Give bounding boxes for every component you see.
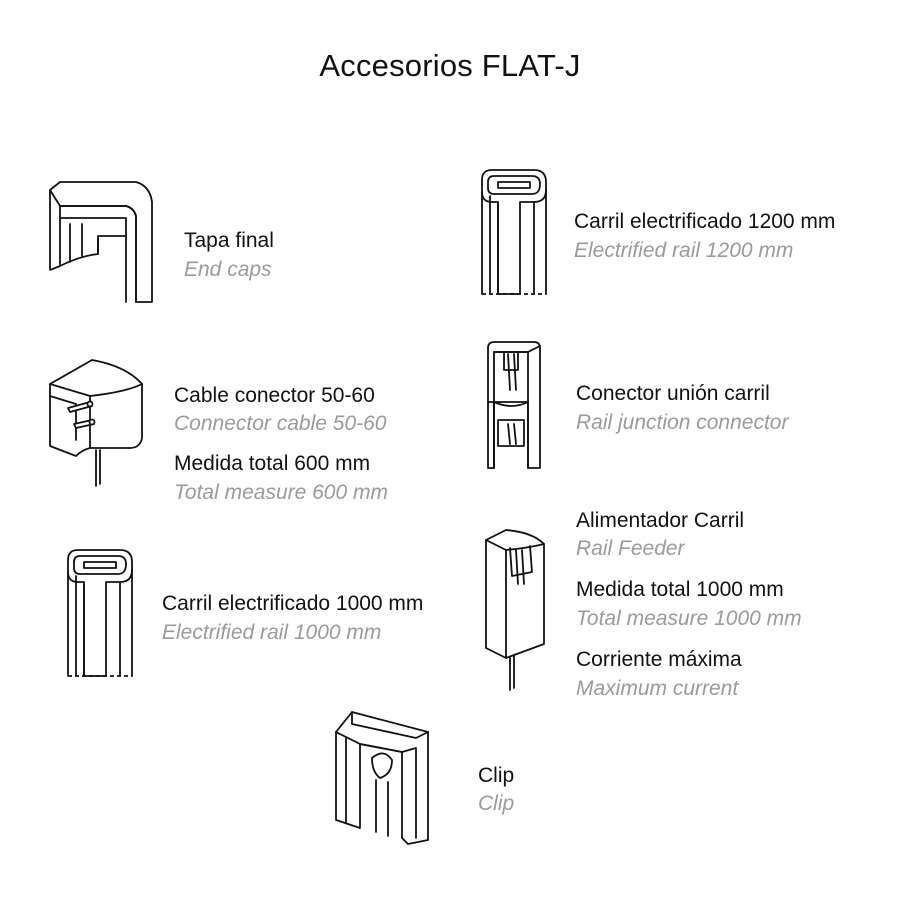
rail-1000-icon [60, 546, 140, 682]
end-cap-icon [40, 176, 160, 306]
rail-feeder-measure-en: Total measure 1000 mm [576, 607, 802, 630]
rail-feeder-measure: Medida total 1000 mm [576, 578, 784, 601]
rail-feeder-label-en: Rail Feeder [576, 537, 685, 560]
clip-icon [332, 708, 432, 850]
connector-cable-icon [46, 356, 150, 490]
connector-cable-measure-en: Total measure 600 mm [174, 481, 388, 504]
rail-1000-label: Carril electrificado 1000 mm [162, 592, 424, 615]
clip-label: Clip [478, 764, 515, 787]
end-caps-label-en: End caps [184, 258, 272, 281]
rail-junction-icon [484, 340, 544, 474]
rail-junction-label: Conector unión carril [576, 382, 770, 405]
rail-1200-icon [474, 166, 554, 300]
end-caps-label: Tapa final [184, 229, 274, 252]
rail-feeder-current-en: Maximum current [576, 677, 739, 700]
connector-cable-label-en: Connector cable 50-60 [174, 412, 387, 435]
rail-feeder-label: Alimentador Carril [576, 509, 745, 532]
connector-cable-measure: Medida total 600 mm [174, 452, 371, 475]
page-title: Accesorios FLAT-J [319, 48, 581, 83]
rail-1000-label-en: Electrified rail 1000 mm [162, 621, 382, 644]
rail-1200-label-en: Electrified rail 1200 mm [574, 239, 794, 262]
clip-label-en: Clip [478, 792, 515, 815]
rail-1200-label: Carril electrificado 1200 mm [574, 210, 836, 233]
rail-junction-label-en: Rail junction connector [576, 411, 789, 434]
rail-feeder-current: Corriente máxima [576, 648, 742, 671]
connector-cable-label: Cable conector 50-60 [174, 384, 375, 407]
rail-feeder-icon [482, 528, 548, 694]
